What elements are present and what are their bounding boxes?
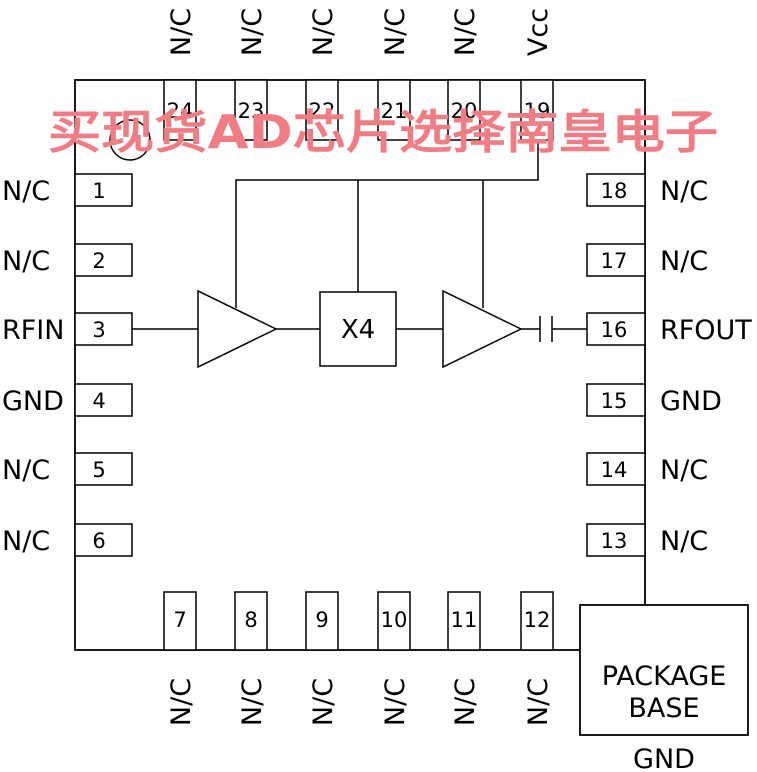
pin-24-number: 24 xyxy=(167,99,194,123)
pin-17-number: 17 xyxy=(601,249,628,273)
pin-14-label: N/C xyxy=(660,455,708,486)
pin-11-label: N/C xyxy=(450,678,481,726)
pin-8-number: 8 xyxy=(244,608,257,632)
pin-13-pad xyxy=(586,523,646,557)
pin-23-label: N/C xyxy=(237,8,268,56)
package-base-box xyxy=(579,604,749,736)
pin-23-pad xyxy=(234,79,268,141)
vcc-bias-bus xyxy=(235,113,539,308)
pin-7-label: N/C xyxy=(166,678,197,726)
input-amplifier-triangle xyxy=(197,289,278,369)
pin-19-label: Vcc xyxy=(523,8,554,56)
output-amplifier-triangle xyxy=(442,289,523,369)
pin-22-pad xyxy=(305,79,339,141)
pin-15-number: 15 xyxy=(601,389,628,413)
pin-18-label: N/C xyxy=(660,176,708,207)
pin-9-pad xyxy=(305,591,339,651)
pin-24-pad xyxy=(163,79,197,141)
pin-10-label: N/C xyxy=(380,678,411,726)
pin-21-label: N/C xyxy=(380,8,411,56)
pin-22-number: 22 xyxy=(309,99,336,123)
pin-20-number: 20 xyxy=(451,99,478,123)
pin-19-pad xyxy=(520,79,554,141)
pin-2-label: N/C xyxy=(2,246,50,277)
pin-7-pad xyxy=(163,591,197,651)
pin-11-pad xyxy=(447,591,481,651)
package-base-gnd-label: GND xyxy=(633,744,695,772)
multiplier-block xyxy=(319,291,397,367)
package-base-line1: PACKAGE xyxy=(602,661,727,692)
pin-12-pad xyxy=(520,591,554,651)
pin-10-number: 10 xyxy=(381,608,408,632)
pin-16-label: RFOUT xyxy=(660,315,752,346)
pin-11-number: 11 xyxy=(451,608,478,632)
pin-2-pad xyxy=(74,243,133,277)
pin-20-label: N/C xyxy=(450,8,481,56)
pin-14-pad xyxy=(586,452,646,486)
watermark-text: 买现货AD芯片选择南皇电子 xyxy=(48,105,718,159)
pin-16-pad xyxy=(586,312,646,346)
package-base-line2: BASE xyxy=(628,693,699,724)
pin-12-label: N/C xyxy=(523,678,554,726)
pin-14-number: 14 xyxy=(601,458,628,482)
internal-wiring xyxy=(132,113,587,330)
pin-15-pad xyxy=(586,383,646,417)
pin-13-label: N/C xyxy=(660,526,708,557)
pin-17-label: N/C xyxy=(660,246,708,277)
pin-5-pad xyxy=(74,452,133,486)
pin-22-label: N/C xyxy=(308,8,339,56)
pin-1-number: 1 xyxy=(92,179,105,203)
pin-17-pad xyxy=(586,243,646,277)
pin-20-pad xyxy=(447,79,481,141)
pin-8-label: N/C xyxy=(237,678,268,726)
pin-3-number: 3 xyxy=(92,318,105,342)
pin-21-number: 21 xyxy=(381,99,408,123)
pin-19-number: 19 xyxy=(524,99,551,123)
pin-24-label: N/C xyxy=(166,8,197,56)
pin-4-number: 4 xyxy=(92,389,105,413)
pin-12-number: 12 xyxy=(524,608,551,632)
pin-4-pad xyxy=(74,383,133,417)
pin-5-label: N/C xyxy=(2,455,50,486)
pins-layer: 24N/C23N/C22N/C21N/C20N/C19Vcc7N/C8N/C9N… xyxy=(2,8,752,726)
pin-5-number: 5 xyxy=(92,458,105,482)
pin-4-label: GND xyxy=(2,386,64,417)
pin-16-number: 16 xyxy=(601,318,628,342)
multiplier-label: X4 xyxy=(341,315,375,345)
pin-2-number: 2 xyxy=(92,249,105,273)
pin-15-label: GND xyxy=(660,386,722,417)
pin-1-label: N/C xyxy=(2,176,50,207)
pin-10-pad xyxy=(377,591,411,651)
pin1-marker xyxy=(109,119,151,161)
pin-9-number: 9 xyxy=(315,608,328,632)
pin-18-number: 18 xyxy=(601,179,628,203)
pin-13-number: 13 xyxy=(601,529,628,553)
pin-3-pad xyxy=(74,312,133,346)
pin-18-pad xyxy=(586,173,646,207)
pin-6-label: N/C xyxy=(2,526,50,557)
package-outline xyxy=(74,79,646,651)
pin-21-pad xyxy=(377,79,411,141)
pin-1-pad xyxy=(74,173,133,207)
pin-7-number: 7 xyxy=(173,608,186,632)
pin-9-label: N/C xyxy=(308,678,339,726)
pin-23-number: 23 xyxy=(238,99,265,123)
pin-3-label: RFIN xyxy=(2,315,64,346)
pin-6-number: 6 xyxy=(92,529,105,553)
pin-8-pad xyxy=(234,591,268,651)
pin-6-pad xyxy=(74,523,133,557)
